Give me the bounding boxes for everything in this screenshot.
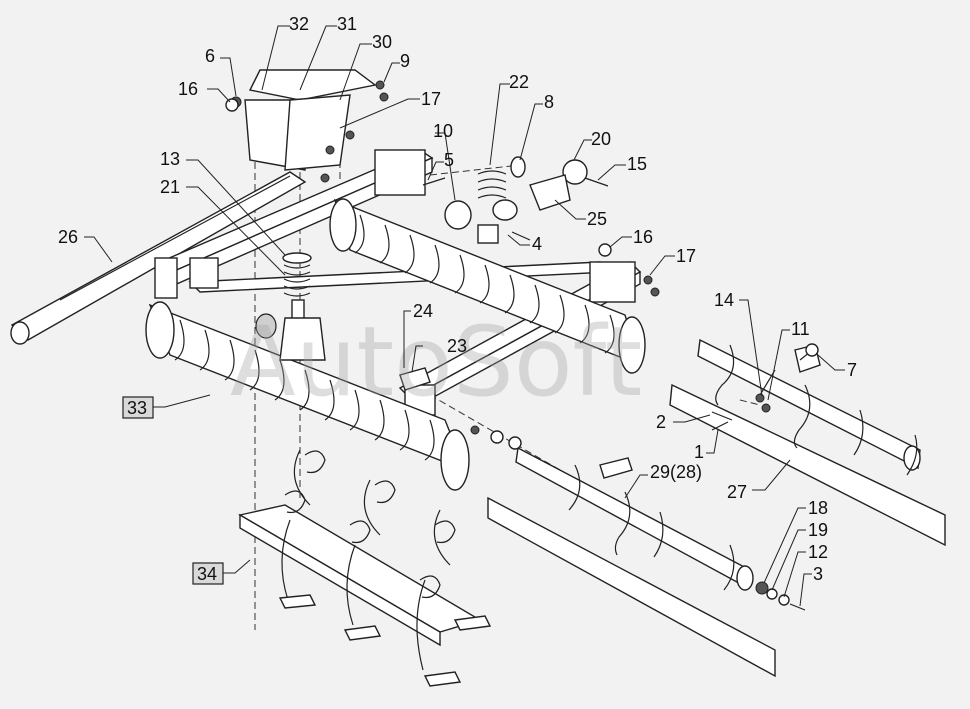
hardware-bolts [399,243,819,611]
callout-15: 15 [627,154,647,174]
callout-34: 34 [197,564,217,584]
callout-34-box [192,562,224,585]
cultivator-frame-34 [238,449,492,687]
callout-17b: 17 [676,246,696,266]
callout-5: 5 [444,150,454,170]
callout-16a: 16 [178,79,198,99]
callout-26: 26 [58,227,78,247]
callout-14: 14 [714,290,734,310]
callout-labels: 32 31 30 6 9 16 17 22 8 10 20 5 15 13 21… [58,14,857,585]
bracket-assembly-30 [225,69,389,183]
callout-29-28: 29(28) [650,462,702,482]
callout-20: 20 [591,129,611,149]
callout-4: 4 [532,234,542,254]
spring-group-22 [422,156,609,244]
callout-27: 27 [727,482,747,502]
callout-7: 7 [847,360,857,380]
callout-31: 31 [337,14,357,34]
tube-26 [10,171,307,345]
callout-18: 18 [808,498,828,518]
spring-assembly-21 [255,252,326,361]
callout-19: 19 [808,520,828,540]
roller-33 [145,301,470,491]
watermark-text: AutoSoft [230,306,642,418]
callout-23: 23 [447,336,467,356]
callout-1: 1 [694,442,704,462]
callout-11: 11 [791,319,810,339]
callout-8: 8 [544,92,554,112]
callout-33: 33 [127,398,147,418]
callout-3: 3 [813,564,823,584]
callout-30: 30 [372,32,392,52]
callout-22: 22 [509,72,529,92]
callout-2: 2 [656,412,666,432]
callout-13: 13 [160,149,180,169]
callout-9: 9 [400,51,410,71]
leader-lines [84,25,845,607]
callout-32: 32 [289,14,309,34]
callout-17a: 17 [421,89,441,109]
callout-6: 6 [205,46,215,66]
callout-21: 21 [160,177,180,197]
tine-bar-29 [470,425,776,678]
callout-25: 25 [587,209,607,229]
callout-10: 10 [433,121,453,141]
callout-33-box [122,396,154,419]
roller-upper [329,198,646,374]
callout-16b: 16 [633,227,653,247]
tine-bar-27 [669,338,946,547]
callout-24: 24 [413,301,433,321]
callout-12: 12 [808,542,828,562]
